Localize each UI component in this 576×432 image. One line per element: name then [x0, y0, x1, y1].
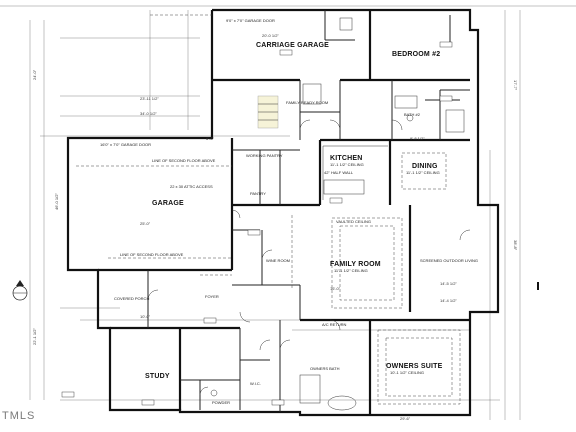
family-ceiling-note: 11'-1 1/2" CEILING [334, 268, 368, 273]
kitchen-ceiling-note: 11'-1 1/2" CEILING [330, 162, 364, 167]
owners-ceiling-note: 10'-1 1/2" CEILING [390, 370, 424, 375]
dimension-text: 16'-0" [330, 286, 341, 291]
carriage-garage-label: CARRIAGE GARAGE [256, 42, 329, 49]
family-ready-room-label: FAMILY READY ROOM [286, 100, 328, 105]
dimension-text: 10'-0" [140, 314, 151, 319]
bath2-label: BATH #2 [404, 112, 421, 117]
dimension-text: 22'-1 1/2" [32, 328, 37, 345]
dining-ceiling-note: 11'-1 1/2" CEILING [406, 170, 440, 175]
dimension-text: 24'-0" [32, 69, 37, 80]
dimension-text: 14'-4 1/2" [440, 298, 457, 303]
section-marker [12, 280, 28, 301]
wic-label: W.I.C. [250, 381, 261, 386]
kitchen-label: KITCHEN [330, 155, 363, 162]
wine-room-label: WINE ROOM [266, 258, 290, 263]
covered-porch-label: COVERED PORCH [114, 296, 149, 301]
study-label: STUDY [145, 373, 170, 380]
interior-walls [147, 10, 470, 412]
dimension-text: 29'-6" [400, 416, 411, 421]
dimension-text: 34'-0 1/2" [140, 111, 157, 116]
working-pantry-label: WORKING PANTRY [246, 153, 283, 158]
dimension-text: 46'-0 1/2" [54, 193, 59, 210]
ac-return-note: A/C RETURN [322, 322, 347, 327]
dining-label: DINING [412, 163, 438, 170]
foyer-label: FOYER [205, 294, 219, 299]
dimension-text: 6'-6" [206, 136, 215, 141]
carriage-door-note: 9'0" x 7'0" GARAGE DOOR [226, 18, 275, 23]
family-room-label: FAMILY ROOM [330, 261, 381, 268]
floor-above-note: LINE OF SECOND FLOOR ABOVE [152, 158, 216, 163]
bath-fixtures [210, 17, 465, 411]
garage-label: GARAGE [152, 200, 184, 207]
dimension-text: 25'-0" [140, 221, 151, 226]
dimension-text: 14'-5 1/2" [440, 281, 457, 286]
dimension-text: 20'-0 1/2" [262, 33, 279, 38]
owners-bath-label: OWNERS BATH [310, 366, 340, 371]
window-tags [61, 41, 453, 406]
bedroom2-label: BEDROOM #2 [392, 51, 440, 58]
mls-watermark: TMLS [2, 410, 35, 422]
door-swings [147, 119, 471, 396]
owners-suite-label: OWNERS SUITE [386, 363, 443, 370]
half-wall-note: 42" HALF WALL [324, 170, 354, 175]
dashed-reference-lines [76, 14, 461, 405]
kitchen-counters [302, 83, 418, 200]
garage-door-note: 16'0" x 7'0" GARAGE DOOR [100, 142, 151, 147]
dimension-text: 9'-8 1/2" [410, 136, 425, 141]
dimension-text: 38'-8" [513, 240, 518, 251]
powder-label: POWDER [212, 400, 230, 405]
exterior-walls [66, 8, 500, 417]
dimension-text: 17'-7" [513, 80, 518, 91]
floor-above-note-2: LINE OF SECOND FLOOR ABOVE [120, 252, 184, 257]
vaulted-note: VAULTED CEILING [336, 219, 371, 224]
dimension-lines [0, 5, 576, 420]
stair [257, 95, 279, 129]
pantry-label: PANTRY [250, 191, 266, 196]
dimension-text: 23'-11 1/2" [140, 96, 159, 101]
attic-access-note: 22 x 30 ATTIC ACCESS [170, 184, 213, 189]
screened-porch-label: SCREENED OUTDOOR LIVING [420, 258, 478, 263]
